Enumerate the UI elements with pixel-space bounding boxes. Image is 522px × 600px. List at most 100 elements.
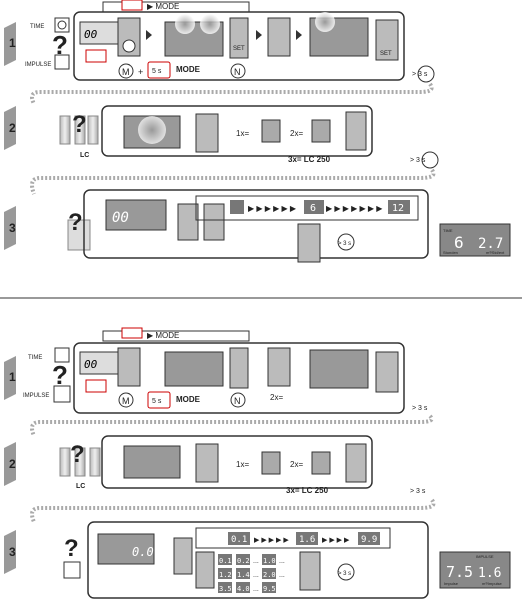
svg-text:0.2: 0.2 <box>237 557 250 565</box>
x3-label: 3x= LC 250 <box>288 155 331 164</box>
btn-m[interactable] <box>118 63 134 79</box>
remote-icon <box>121 0 143 11</box>
step3-box <box>83 189 429 259</box>
set-button-b2[interactable] <box>375 351 399 393</box>
seq-box-b <box>195 527 391 549</box>
value-grid: 0.1 0.2 ... 1.0 ... 1.2 1.4 ... 2.0 ... … <box>218 554 285 593</box>
set-button-b4[interactable] <box>345 443 367 483</box>
seq-b-disp-1 <box>228 532 250 545</box>
set-button-b6[interactable] <box>195 551 215 589</box>
top-section: ▶ MODE TIME IMPULSE 1 ? 00 M + 5 s MODE … <box>4 0 511 263</box>
set-button-b5[interactable] <box>173 537 193 575</box>
svg-text:...: ... <box>279 572 285 579</box>
impulse-label: IMPULSE <box>25 62 51 68</box>
hold-5s-b <box>147 391 171 409</box>
clock-icon <box>54 17 70 33</box>
seq-value-6: 6 <box>310 203 316 214</box>
btn-m-b[interactable] <box>118 392 134 408</box>
step-arrow-2 <box>4 106 16 150</box>
set-button-2[interactable] <box>375 19 399 61</box>
clock-icon <box>54 347 70 363</box>
svg-text:1.6: 1.6 <box>299 535 315 545</box>
set-button-3[interactable] <box>195 113 219 153</box>
wait-3s: > 3 s <box>412 71 428 78</box>
svg-text:1.0: 1.0 <box>263 557 276 565</box>
set-button-5[interactable] <box>177 203 199 241</box>
svg-text:> 3 s: > 3 s <box>338 571 351 577</box>
svg-text:2: 2 <box>9 457 16 471</box>
step2b-box <box>101 435 373 489</box>
cartridge-2 <box>74 115 86 145</box>
seq-disp-6 <box>304 200 324 214</box>
cartridge-3 <box>87 115 99 145</box>
step-number-3: 3 <box>9 221 16 235</box>
svg-text:MODE: MODE <box>176 395 201 404</box>
impulse-label: IMPULSE <box>23 393 49 399</box>
set-button-1[interactable] <box>229 17 249 59</box>
cartridge-1b <box>59 447 71 477</box>
btn-m-label: M <box>122 67 130 77</box>
btn-n-b[interactable] <box>230 392 246 408</box>
set-button-b1[interactable] <box>229 347 249 389</box>
svg-text:2.0: 2.0 <box>263 571 276 579</box>
set-button-4[interactable] <box>345 111 367 151</box>
svg-text:00: 00 <box>84 358 98 371</box>
seq-value-12: 12 <box>392 203 404 214</box>
svg-text:2x=: 2x= <box>290 460 303 469</box>
mode-header-frame <box>102 330 250 342</box>
cart-icon-b <box>311 119 331 143</box>
display-blink-b1 <box>164 351 224 387</box>
seq-b-disp-3 <box>358 532 380 545</box>
svg-text:+: + <box>138 67 143 77</box>
cart-icon-a <box>261 119 281 143</box>
step-number-1: 1 <box>9 36 16 50</box>
svg-text:3x= LC 250: 3x= LC 250 <box>286 486 329 495</box>
mode-caption: MODE <box>176 65 201 74</box>
svg-text:TIME: TIME <box>443 228 453 233</box>
svg-text:...: ... <box>253 558 259 565</box>
btn-n[interactable] <box>230 63 246 79</box>
svg-text:▶ ▶ ▶ ▶ ▶ ▶: ▶ ▶ ▶ ▶ ▶ ▶ <box>248 204 297 213</box>
timer-3s-b <box>337 563 355 581</box>
display-step3-value: 00 <box>112 210 129 226</box>
display-step3b <box>97 533 155 565</box>
svg-text:LC: LC <box>76 483 85 490</box>
svg-text:3.5: 3.5 <box>219 585 232 593</box>
svg-text:...: ... <box>253 572 259 579</box>
time-label: TIME <box>28 355 42 361</box>
svg-text:Stunden: Stunden <box>443 250 458 255</box>
seq-disp-12 <box>388 200 410 214</box>
hand-button-b2[interactable] <box>267 347 291 387</box>
svg-text:5 s: 5 s <box>152 398 162 405</box>
svg-text:m³/Std/ext: m³/Std/ext <box>486 250 505 255</box>
svg-text:SET: SET <box>233 46 245 52</box>
set-button-b7[interactable] <box>299 551 321 591</box>
remote-small-icon <box>85 49 107 63</box>
step-arrow-1 <box>4 22 16 66</box>
svg-text:> 3 s: > 3 s <box>412 405 428 412</box>
display-oo: 00 <box>84 28 98 41</box>
lc-label: LC <box>80 152 89 159</box>
step-arrow-3b <box>4 530 16 574</box>
set-button-b3[interactable] <box>195 443 219 483</box>
question-mark-icon: ? <box>72 111 87 138</box>
svg-text:4.0: 4.0 <box>237 585 250 593</box>
hand-button-2[interactable] <box>267 17 291 57</box>
hand-button-mb[interactable] <box>117 347 141 387</box>
impulse-icon <box>53 385 71 403</box>
final-main-top: 6 <box>454 233 464 252</box>
x1-label: 1x= <box>236 129 249 138</box>
set-button-6[interactable] <box>203 203 225 241</box>
final-sub-bottom: 1.6 <box>478 566 501 581</box>
svg-text:Impulse: Impulse <box>444 581 459 586</box>
cartridge-2b <box>74 447 86 477</box>
set-button-7[interactable] <box>297 223 321 263</box>
svg-text:...: ... <box>279 558 285 565</box>
step-arrow-3 <box>4 206 16 250</box>
svg-text:...: ... <box>253 586 259 593</box>
svg-text:0.1: 0.1 <box>231 535 247 545</box>
cartridge-3b <box>89 447 101 477</box>
svg-text:m³/Impulse: m³/Impulse <box>482 581 503 586</box>
bottom-section: ▶ MODE TIME IMPULSE 1 ? 00 M 5 s MODE N … <box>4 327 511 599</box>
display-step3 <box>105 199 167 231</box>
